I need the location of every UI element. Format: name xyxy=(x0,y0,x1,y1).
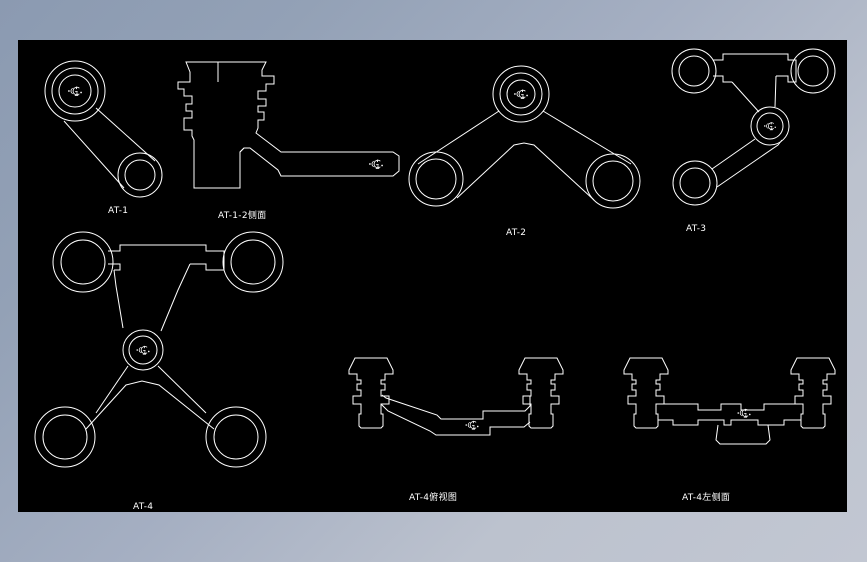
part-label-at-4: AT-4 xyxy=(133,502,154,512)
part-label-at-4-top: AT-4俯视图 xyxy=(409,493,458,503)
part-at-1[interactable] xyxy=(44,60,163,198)
part-label-at-1-2-side: AT-1-2侧面 xyxy=(218,211,267,221)
part-label-at-4-left: AT-4左侧面 xyxy=(682,493,731,503)
part-at-4-left-side[interactable] xyxy=(623,357,836,445)
part-label-at-1: AT-1 xyxy=(108,206,129,216)
bushing-stack-left xyxy=(623,357,669,429)
cad-drawing-svg xyxy=(34,48,836,468)
drawing-canvas[interactable]: AT-1 AT-1-2侧面 AT-2 AT-3 AT-4 AT-4俯视图 AT-… xyxy=(18,40,847,512)
hub-watermark-icon xyxy=(67,86,83,97)
hub-watermark-icon xyxy=(763,121,777,131)
hub-watermark-icon xyxy=(135,345,151,356)
part-at-2[interactable] xyxy=(408,65,641,209)
part-at-1-2-side[interactable] xyxy=(177,61,400,189)
part-at-4[interactable] xyxy=(34,231,284,468)
part-label-at-3: AT-3 xyxy=(686,224,707,234)
part-at-3[interactable] xyxy=(671,48,836,206)
hub-watermark-icon xyxy=(513,89,529,100)
part-label-at-2: AT-2 xyxy=(506,228,527,238)
bushing-stack-left xyxy=(348,357,394,429)
bushing-stack-right xyxy=(790,357,836,429)
part-at-4-top[interactable] xyxy=(348,357,564,436)
bushing-stack-right xyxy=(518,357,564,429)
hub-watermark-icon xyxy=(368,159,384,170)
hub-watermark-icon xyxy=(464,420,480,431)
